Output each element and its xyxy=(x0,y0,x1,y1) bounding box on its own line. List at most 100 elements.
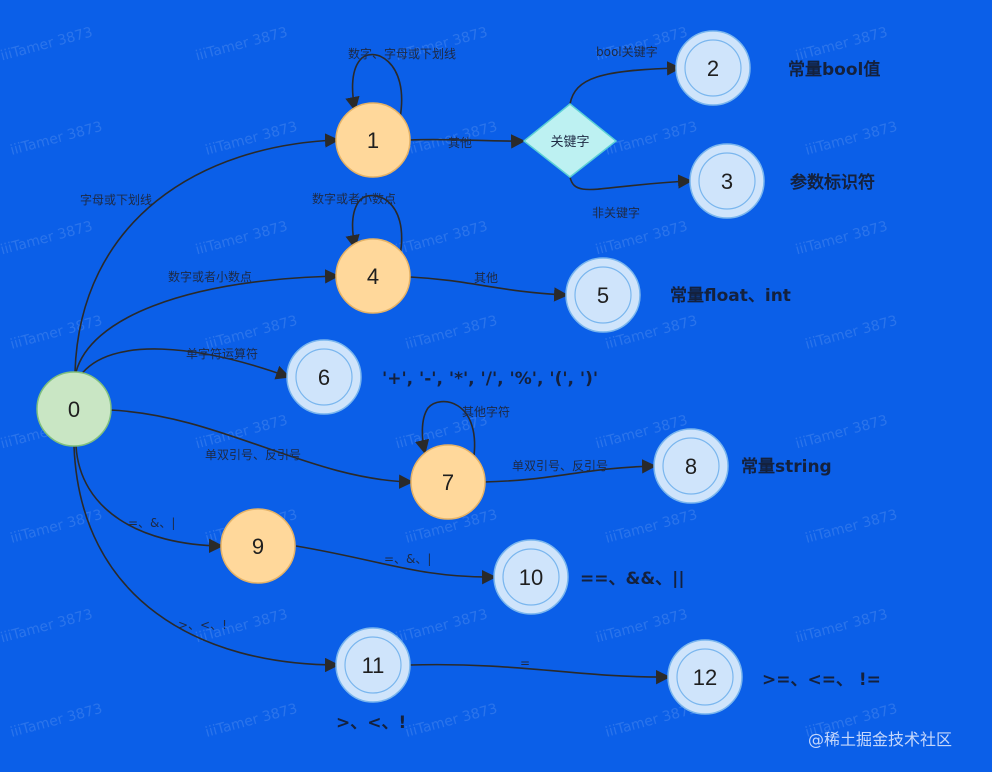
edge-label-0-11: >、<、! xyxy=(178,618,227,632)
state-11-circle xyxy=(335,627,411,703)
edge-label-0-1: 字母或下划线 xyxy=(80,192,152,207)
state-9-label: 9 xyxy=(252,534,264,559)
decision-diamond xyxy=(522,103,618,178)
state-12-inner-ring xyxy=(676,648,734,706)
watermark-text: iiiTamer 3873 xyxy=(804,507,899,547)
state-6-inner-ring xyxy=(295,348,353,406)
node-layer: 0 1 2 3 4 5 6 xyxy=(36,30,765,715)
watermark-text: iiiTamer 3873 xyxy=(794,606,889,646)
edge-0-6 xyxy=(79,348,291,380)
state-1-circle xyxy=(335,102,411,178)
state-8-circle xyxy=(653,428,729,504)
edge-label-0-7: 单双引号、反引号 xyxy=(205,448,301,462)
edge-label-layer: 字母或下划线 数字、字母或下划线 其他 bool关键字 非关键字 数字或者小数点… xyxy=(80,44,658,670)
state-0-circle xyxy=(36,371,112,447)
annotation-state-3: 参数标识符 xyxy=(790,172,875,193)
annotation-layer: 常量bool值 参数标识符 常量float、int '+', '-', '*',… xyxy=(336,59,881,733)
edge-0-9 xyxy=(75,445,224,554)
watermark-text: iiiTamer 3873 xyxy=(604,119,699,159)
edge-0-7 xyxy=(109,409,414,489)
edge-1-decision xyxy=(409,134,526,149)
state-node-5: 5 xyxy=(565,257,641,333)
state-node-6: 6 xyxy=(286,339,362,415)
state-2-circle xyxy=(675,30,751,106)
edge-label-0-6: 单字符运算符 xyxy=(186,346,258,361)
annotation-state-11: >、<、! xyxy=(336,713,406,733)
edge-0-1 xyxy=(74,133,340,373)
watermark-text: iiiTamer 3873 xyxy=(404,701,499,741)
state-6-label: 6 xyxy=(318,365,330,390)
decision-label: 关键字 xyxy=(550,135,589,150)
edge-label-decision-2: bool关键字 xyxy=(596,44,658,59)
watermark-text: iiiTamer 3873 xyxy=(194,218,289,258)
edge-label-7-8: 单双引号、反引号 xyxy=(512,459,608,473)
state-4-circle xyxy=(335,238,411,314)
edge-label-11-12: = xyxy=(520,656,530,670)
edge-1-self xyxy=(345,53,403,119)
edge-label-decision-3: 非关键字 xyxy=(592,205,640,220)
edge-layer xyxy=(73,53,693,685)
edge-11-12 xyxy=(409,663,671,685)
watermark-text: iiiTamer 3873 xyxy=(194,24,289,64)
edge-0-4 xyxy=(75,269,340,373)
state-2-inner-ring xyxy=(684,39,742,97)
state-node-12: 12 xyxy=(667,639,743,715)
edge-label-1-decision: 其他 xyxy=(448,136,472,150)
state-10-inner-ring xyxy=(502,548,560,606)
state-10-circle xyxy=(493,539,569,615)
state-node-11: 11 xyxy=(335,627,411,703)
edge-7-8 xyxy=(483,459,657,483)
edge-9-10 xyxy=(295,545,497,585)
watermark-text: iiiTamer 3873 xyxy=(594,606,689,646)
state-3-circle xyxy=(689,143,765,219)
state-node-10: 10 xyxy=(493,539,569,615)
watermark-text: iiiTamer 3873 xyxy=(594,218,689,258)
edge-4-5 xyxy=(409,276,569,302)
edge-label-7-self: 其他字符 xyxy=(462,404,510,419)
edge-label-4-5: 其他 xyxy=(474,271,498,285)
annotation-state-10: ==、&&、|| xyxy=(580,569,685,589)
annotation-state-6: '+', '-', '*', '/', '%', '(', ')' xyxy=(382,369,598,389)
state-node-0: 0 xyxy=(36,371,112,447)
watermark-text: iiiTamer 3873 xyxy=(204,701,299,741)
watermark-text: iiiTamer 3873 xyxy=(394,606,489,646)
edge-4-self xyxy=(345,194,403,257)
state-8-inner-ring xyxy=(662,437,720,495)
state-9-circle xyxy=(220,508,296,584)
watermark-text: iiiTamer 3873 xyxy=(804,313,899,353)
edge-decision-3 xyxy=(569,174,693,191)
state-node-9: 9 xyxy=(220,508,296,584)
watermark-text: iiiTamer 3873 xyxy=(194,412,289,452)
state-node-1: 1 xyxy=(335,102,411,178)
state-12-circle xyxy=(667,639,743,715)
watermark-text: iiiTamer 3873 xyxy=(794,412,889,452)
annotation-state-12: >=、<=、 != xyxy=(762,670,881,690)
edge-decision-2 xyxy=(569,61,682,105)
state-node-3: 3 xyxy=(689,143,765,219)
state-1-label: 1 xyxy=(367,128,379,153)
watermark-text: iiiTamer 3873 xyxy=(0,218,94,258)
watermark-text: iiiTamer 3873 xyxy=(794,218,889,258)
state-10-label: 10 xyxy=(519,565,543,590)
edge-label-1-self: 数字、字母或下划线 xyxy=(348,46,456,61)
state-2-label: 2 xyxy=(707,56,719,81)
edge-label-0-4: 数字或者小数点 xyxy=(168,269,252,284)
state-0-label: 0 xyxy=(68,397,80,422)
state-5-inner-ring xyxy=(574,266,632,324)
state-12-label: 12 xyxy=(693,665,717,690)
annotation-state-5: 常量float、int xyxy=(670,285,791,306)
watermark-text: iiiTamer 3873 xyxy=(0,24,94,64)
site-credit: @稀土掘金技术社区 xyxy=(808,730,952,749)
state-node-8: 8 xyxy=(653,428,729,504)
state-6-circle xyxy=(286,339,362,415)
watermark-text: iiiTamer 3873 xyxy=(404,313,499,353)
edge-7-self xyxy=(415,400,476,457)
state-node-7: 7 xyxy=(410,444,486,520)
annotation-state-2: 常量bool值 xyxy=(788,59,880,80)
decision-keyword: 关键字 xyxy=(522,103,618,178)
watermark-text: iiiTamer 3873 xyxy=(804,119,899,159)
watermark-text: iiiTamer 3873 xyxy=(9,701,104,741)
edge-label-0-9: =、&、| xyxy=(128,516,175,530)
